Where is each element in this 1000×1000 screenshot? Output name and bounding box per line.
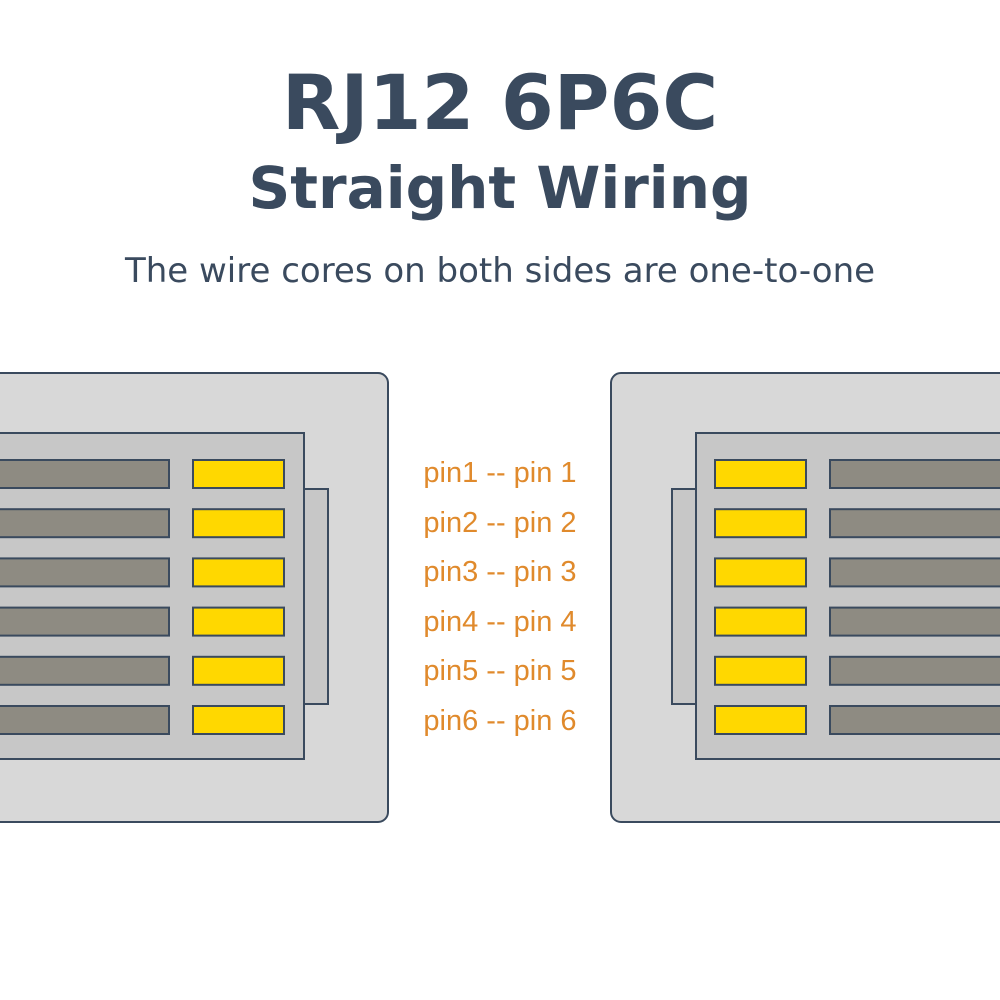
right-contact-1 bbox=[714, 459, 807, 489]
right-contact-5 bbox=[714, 655, 807, 686]
right-contact-3 bbox=[714, 557, 807, 588]
pin-mapping-6: pin6 -- pin 6 bbox=[423, 704, 577, 737]
right-wire-3 bbox=[829, 557, 1000, 588]
right-contact-4 bbox=[714, 606, 807, 637]
left-wire-3 bbox=[0, 557, 170, 588]
pin-mapping-5: pin5 -- pin 5 bbox=[423, 655, 577, 687]
right-connector bbox=[610, 372, 1000, 823]
right-wire-5 bbox=[829, 655, 1000, 686]
left-contact-3 bbox=[192, 557, 285, 588]
left-contact-4 bbox=[192, 606, 285, 637]
left-contact-5 bbox=[192, 655, 285, 686]
left-wire-5 bbox=[0, 655, 170, 686]
diagram-caption: The wire cores on both sides are one-to-… bbox=[124, 251, 876, 291]
diagram-title: RJ12 6P6C bbox=[281, 58, 719, 147]
right-connector-latch bbox=[671, 488, 697, 705]
left-contact-6 bbox=[192, 705, 285, 735]
right-wire-6 bbox=[829, 705, 1000, 735]
left-wire-2 bbox=[0, 508, 170, 539]
left-contact-2 bbox=[192, 508, 285, 539]
pin-mapping-1: pin1 -- pin 1 bbox=[423, 457, 577, 489]
right-wire-4 bbox=[829, 606, 1000, 637]
pin-mapping-list: pin1 -- pin 1 pin2 -- pin 2 pin3 -- pin … bbox=[395, 450, 605, 747]
left-connector bbox=[0, 372, 389, 823]
right-contact-6 bbox=[714, 705, 807, 735]
pin-mapping-2: pin2 -- pin 2 bbox=[423, 506, 577, 539]
left-wire-1 bbox=[0, 459, 170, 489]
left-wire-6 bbox=[0, 705, 170, 735]
pin-mapping-3: pin3 -- pin 3 bbox=[423, 556, 577, 588]
left-wire-4 bbox=[0, 606, 170, 637]
pin-mapping-4: pin4 -- pin 4 bbox=[423, 605, 577, 638]
left-contact-1 bbox=[192, 459, 285, 489]
diagram-subtitle: Straight Wiring bbox=[248, 154, 752, 222]
right-wire-2 bbox=[829, 508, 1000, 539]
right-wire-1 bbox=[829, 459, 1000, 489]
right-contact-2 bbox=[714, 508, 807, 539]
left-connector-latch bbox=[303, 488, 329, 705]
